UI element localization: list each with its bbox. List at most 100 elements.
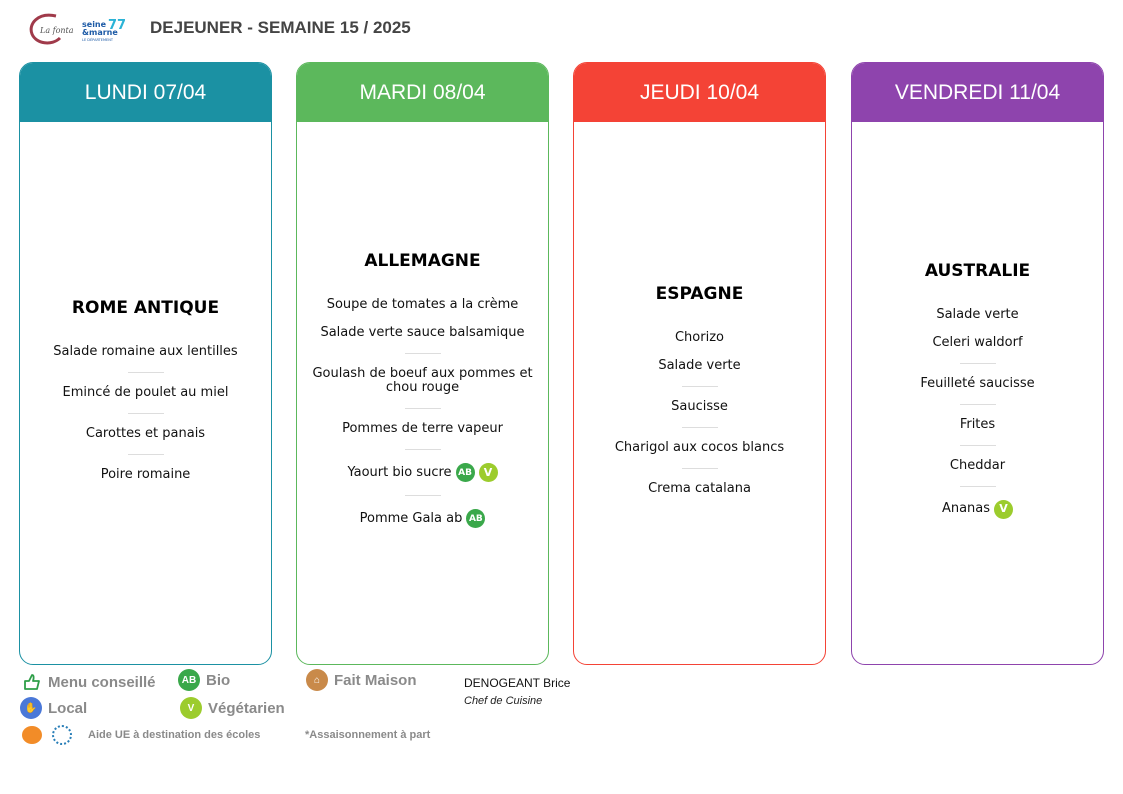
chef-role: Chef de Cuisine (464, 695, 543, 707)
aide-ue-note: Aide UE à destination des écoles (88, 729, 261, 741)
seine-logo-line1: seine (82, 20, 107, 29)
menu-item: Feuilleté saucisse (920, 370, 1034, 398)
chef-name: DENOGEANT Brice (464, 676, 571, 690)
menu-item-name: Goulash de boeuf aux pommes et chou roug… (312, 366, 533, 395)
menu-item: Poire romaine (101, 461, 191, 489)
menu-item-name: Salade romaine aux lentilles (53, 343, 238, 359)
menu-theme: ALLEMAGNE (364, 251, 481, 271)
course-separator (404, 353, 441, 354)
menu-item-name: Pomme Gala ab (359, 510, 463, 526)
menu-item-name: Salade verte sauce balsamique (320, 325, 525, 340)
legend-fait-maison: ⌂ Fait Maison (306, 669, 417, 691)
menu-item-name: Crema catalana (648, 480, 751, 496)
menu-item: Cheddar (950, 452, 1005, 480)
eu-fruit-icon (22, 726, 42, 744)
menu-theme: ESPAGNE (655, 283, 744, 304)
menu-item: Frites (960, 411, 995, 439)
menu-item-name: Celeri waldorf (932, 334, 1023, 350)
course-separator (959, 403, 996, 405)
menu-item: Celeri waldorf (932, 329, 1022, 357)
menu-theme: ROME ANTIQUE (71, 297, 220, 318)
menu-item: Salade romaine aux lentilles (53, 338, 237, 366)
bio-icon: AB (455, 463, 475, 482)
menu-item: Chorizo (675, 324, 724, 352)
header: La fontaine seine &marne 77 LE DÉPARTEME… (26, 10, 128, 50)
course-separator (681, 385, 718, 387)
day-header: MARDI 08/04 (297, 63, 548, 122)
menu-item-name: Carottes et panais (85, 425, 206, 441)
legend-bio: AB Bio (178, 669, 230, 691)
course-separator (404, 495, 441, 496)
menu-item-name: Emincé de poulet au miel (62, 384, 229, 400)
eu-stars-icon (52, 725, 72, 745)
menu-item: Carottes et panais (86, 420, 205, 448)
course-separator (127, 412, 164, 414)
legend-vegetarien: V Végétarien (180, 697, 285, 719)
bio-icon: AB (178, 669, 200, 691)
page-title: DEJEUNER - SEMAINE 15 / 2025 (150, 18, 411, 37)
course-separator (404, 449, 441, 450)
assaisonnement-note: *Assaisonnement à part (305, 729, 431, 741)
vegetarian-icon: V (180, 697, 202, 719)
menu-item-name: Chorizo (674, 329, 724, 345)
menu-item: Goulash de boeuf aux pommes et chou roug… (309, 360, 536, 402)
day-header: VENDREDI 11/04 (852, 63, 1103, 122)
menu-item: Charigol aux cocos blancs (615, 434, 784, 462)
day-menu: ROME ANTIQUE Salade romaine aux lentilles… (20, 122, 271, 664)
bio-icon: AB (466, 509, 486, 528)
legend-menu-conseille-label: Menu conseillé (48, 673, 156, 691)
menu-item-name: Yaourt bio sucre (347, 464, 452, 480)
menu-item-name: Pommes de terre vapeur (342, 421, 503, 436)
course-separator (404, 408, 441, 409)
thumb-icon (24, 674, 40, 690)
menu-item-name: Feuilleté saucisse (920, 375, 1035, 391)
menu-item: Emincé de poulet au miel (63, 379, 229, 407)
menu-item-name: Frites (959, 416, 996, 432)
menu-item-name: Salade verte (658, 357, 741, 373)
seine-logo-sub: LE DÉPARTEMENT (82, 37, 114, 42)
menu-item: Salade verte (936, 301, 1018, 329)
course-separator (959, 362, 996, 364)
legend-local: ✋ Local (20, 697, 87, 719)
menu-item: Salade verte sauce balsamique (320, 319, 524, 347)
menu-item: Saucisse (671, 393, 728, 421)
course-separator (959, 485, 996, 487)
lafontaine-logo-text: La fontaine (39, 26, 74, 35)
legend-bio-label: Bio (206, 671, 231, 689)
course-separator (127, 453, 164, 455)
menu-item: Soupe de tomates a la crème (327, 291, 519, 319)
menu-item-name: Cheddar (949, 457, 1006, 473)
seine-logo-line2: &marne (82, 28, 118, 37)
menu-item-name: Salade verte (936, 306, 1019, 322)
legend-local-label: Local (48, 699, 88, 717)
course-separator (681, 467, 718, 469)
menu-item-name: Saucisse (671, 398, 728, 414)
menu-item: Pommes de terre vapeur (342, 415, 503, 443)
menu-item-name: Ananas (941, 501, 991, 516)
menu-theme: AUSTRALIE (924, 260, 1031, 281)
day-header: JEUDI 10/04 (574, 63, 825, 122)
legend-vegetarien-label: Végétarien (208, 699, 285, 717)
seine-logo-number: 77 (108, 18, 126, 33)
course-separator (127, 371, 164, 373)
menu-item-name: Charigol aux cocos blancs (614, 439, 785, 455)
vegetarian-icon: V (994, 499, 1014, 519)
lafontaine-logo: La fontaine (26, 12, 86, 48)
menu-item: Crema catalana (648, 475, 751, 503)
house-icon: ⌂ (306, 669, 328, 691)
legend-fait-maison-label: Fait Maison (334, 671, 417, 689)
menu-item-name: Poire romaine (100, 466, 191, 482)
menu-item: Salade verte (658, 352, 740, 380)
day-header: LUNDI 07/04 (20, 63, 271, 122)
course-separator (959, 444, 996, 446)
handshake-icon: ✋ (20, 697, 42, 719)
